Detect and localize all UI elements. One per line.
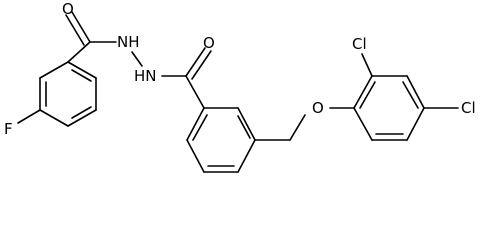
- bond: [65, 14, 85, 46]
- bond: [359, 81, 376, 109]
- bond: [71, 11, 91, 43]
- bond: [39, 61, 69, 79]
- molecule-drawing: O NH HN O F Cl Cl O: [4, 0, 476, 173]
- bond: [237, 139, 256, 173]
- bond: [186, 107, 205, 141]
- bond: [406, 75, 425, 109]
- bonds: [17, 11, 459, 173]
- bond: [406, 107, 425, 141]
- bond: [67, 109, 97, 127]
- bond: [71, 106, 92, 119]
- bond: [402, 81, 419, 109]
- bond: [186, 139, 205, 173]
- bond: [192, 114, 208, 141]
- atom-label-nh: NH: [117, 33, 140, 51]
- bond: [353, 75, 373, 109]
- atom-label-oxygen: O: [62, 0, 74, 18]
- bond: [361, 53, 373, 77]
- bond: [67, 41, 91, 63]
- bond: [67, 61, 97, 79]
- atom-label-hn: HN: [134, 67, 157, 85]
- structure-canvas: O NH HN O F Cl Cl O: [4, 0, 476, 173]
- atom-labels: O NH HN O F Cl Cl O: [4, 0, 476, 138]
- atom-label-chlorine: Cl: [461, 99, 476, 117]
- bond: [131, 51, 143, 67]
- atom-label-oxygen: O: [312, 99, 324, 117]
- bond: [237, 107, 256, 141]
- bond: [289, 114, 306, 141]
- bond: [185, 47, 206, 77]
- bond: [39, 109, 69, 127]
- atom-label-oxygen: O: [203, 34, 215, 52]
- atom-label-chlorine: Cl: [352, 35, 367, 53]
- bond: [191, 50, 212, 80]
- atom-label-fluorine: F: [4, 120, 13, 138]
- bond: [71, 69, 92, 82]
- bond: [353, 107, 373, 141]
- bond: [185, 75, 205, 109]
- bond: [237, 115, 251, 139]
- bond: [17, 109, 41, 124]
